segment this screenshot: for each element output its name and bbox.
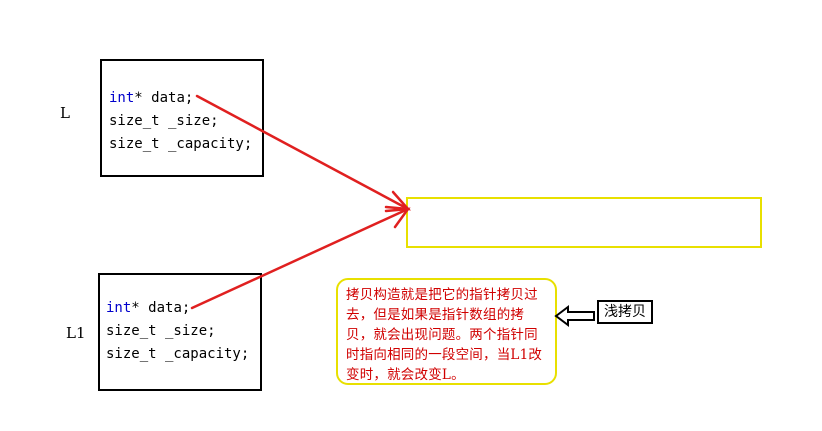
field-data: int* data; [109,90,194,106]
field-capacity: size_t _capacity; [106,346,250,362]
struct-box-l1: int* data; size_t _size; size_t _capacit… [98,273,262,391]
hollow-arrow-icon [554,305,595,327]
object-label-l: L [60,104,70,122]
field-capacity: size_t _capacity; [109,136,253,152]
shared-heap-memory-box [406,197,762,248]
shallow-copy-tag: 浅拷贝 [597,300,653,324]
field-data: int* data; [106,300,191,316]
pointer-arrow-l [195,94,412,211]
pointer-arrow-l1 [190,207,411,310]
field-size: size_t _size; [106,323,216,339]
object-label-l1: L1 [66,324,86,342]
field-size: size_t _size; [109,113,219,129]
explanation-note: 拷贝构造就是把它的指针拷贝过去，但是如果是指针数组的拷贝，就会出现问题。两个指针… [336,278,557,385]
